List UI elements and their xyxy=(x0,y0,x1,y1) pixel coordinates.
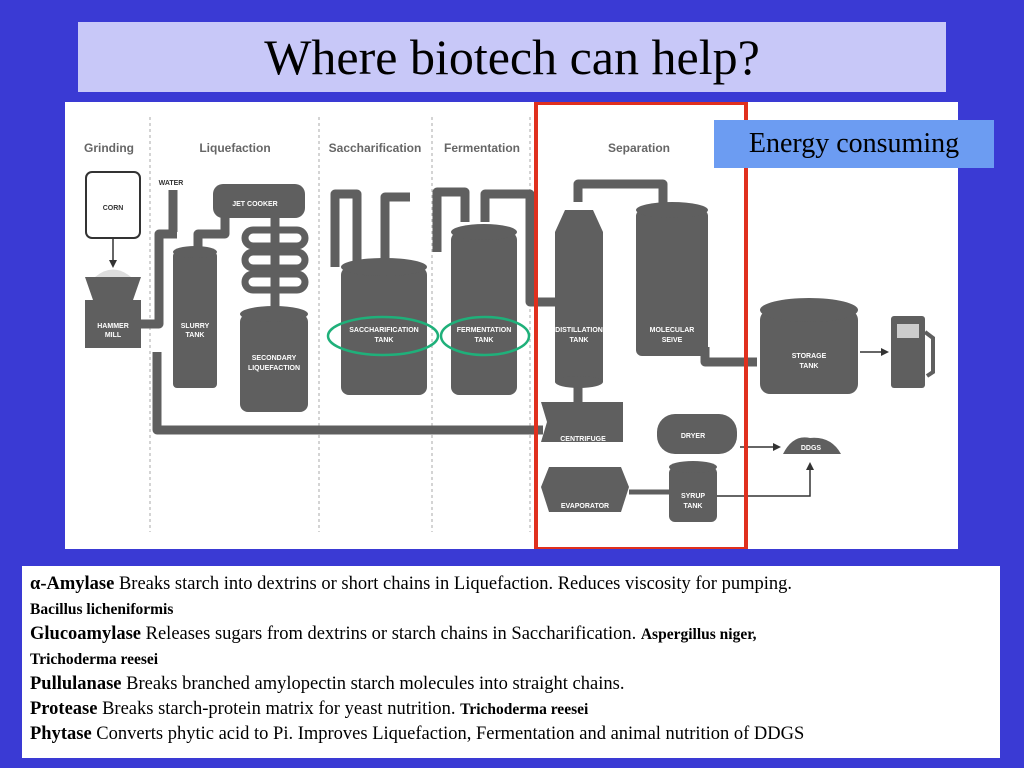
slide-title: Where biotech can help? xyxy=(264,29,760,85)
enzyme-description: Releases sugars from dextrins or starch … xyxy=(141,624,641,644)
saccharification-tank xyxy=(341,258,427,395)
enzyme-name: Glucoamylase xyxy=(30,624,141,644)
saccharification-tank-label-2: TANK xyxy=(375,337,394,344)
slurry-tank-label-2: TANK xyxy=(186,332,205,339)
storage-tank-label-2: TANK xyxy=(800,363,819,370)
secondary-liquefaction-label-2: LIQUEFACTION xyxy=(248,365,300,372)
pipes xyxy=(137,179,757,435)
enzyme-organism-line: Bacillus licheniformis xyxy=(30,597,1000,622)
hammer-mill xyxy=(85,269,141,348)
ddgs-pile xyxy=(783,437,841,454)
process-diagram-svg: Grinding Liquefaction Saccharification F… xyxy=(84,102,935,549)
enzyme-description: Breaks starch into dextrins or short cha… xyxy=(114,574,792,594)
heat-coil xyxy=(241,226,309,294)
slurry-tank-label-1: SLURRY xyxy=(181,323,210,330)
dryer xyxy=(657,414,737,454)
fermentation-tank-label-1: FERMENTATION xyxy=(457,327,512,334)
fermentation-highlight-circle xyxy=(439,315,531,357)
enzyme-list: α-Amylase Breaks starch into dextrins or… xyxy=(22,566,1000,758)
water-label: WATER xyxy=(159,180,184,187)
enzyme-name: α-Amylase xyxy=(30,574,115,594)
enzyme-organism: Bacillus licheniformis xyxy=(30,601,174,618)
stage-saccharification: Saccharification xyxy=(329,141,422,155)
secondary-liquefaction-tank xyxy=(240,306,308,412)
enzyme-name: Phytase xyxy=(30,724,92,744)
storage-tank xyxy=(760,298,858,394)
stage-liquefaction: Liquefaction xyxy=(199,141,270,155)
energy-consuming-callout: Energy consuming xyxy=(714,120,994,168)
enzyme-organism-line: Trichoderma reesei xyxy=(30,647,1000,672)
slurry-tank xyxy=(173,246,217,388)
enzyme-item: Glucoamylase Releases sugars from dextri… xyxy=(30,622,1000,647)
fermentation-tank xyxy=(451,224,517,395)
ddgs-label: DDGS xyxy=(801,445,822,452)
enzyme-description: Breaks branched amylopectin starch molec… xyxy=(121,674,625,694)
evaporator xyxy=(541,467,629,512)
syrup-tank xyxy=(669,461,717,522)
enzyme-organism: Aspergillus niger, xyxy=(640,626,757,643)
enzyme-name: Protease xyxy=(30,699,98,719)
enzyme-name: Pullulanase xyxy=(30,674,122,694)
enzyme-item: Phytase Converts phytic acid to Pi. Impr… xyxy=(30,722,1000,747)
secondary-liquefaction-label-1: SECONDARY xyxy=(252,355,297,362)
enzyme-organism: Trichoderma reesei xyxy=(30,651,159,668)
centrifuge-label: CENTRIFUGE xyxy=(560,436,606,443)
distillation-tank-label-1: DISTILLATION xyxy=(555,327,603,334)
hammer-mill-label-2: MILL xyxy=(105,332,122,339)
jet-cooker xyxy=(213,184,305,218)
hammer-mill-label-1: HAMMER xyxy=(97,323,129,330)
enzyme-item: α-Amylase Breaks starch into dextrins or… xyxy=(30,572,1000,597)
enzyme-item: Pullulanase Breaks branched amylopectin … xyxy=(30,672,1000,697)
title-box: Where biotech can help? xyxy=(78,22,946,92)
jet-cooker-label: JET COOKER xyxy=(232,201,278,208)
dryer-label: DRYER xyxy=(681,433,705,440)
stage-fermentation: Fermentation xyxy=(444,141,520,155)
corn-label: CORN xyxy=(103,205,124,212)
enzyme-description: Converts phytic acid to Pi. Improves Liq… xyxy=(91,724,805,744)
enzyme-organism: Trichoderma reesei xyxy=(460,701,589,718)
saccharification-highlight-circle xyxy=(326,315,440,357)
distillation-tank xyxy=(555,210,603,388)
distillation-tank-label-2: TANK xyxy=(570,337,589,344)
stage-separation: Separation xyxy=(608,141,670,155)
molecular-seive-label-1: MOLECULAR xyxy=(650,327,695,334)
syrup-tank-label-1: SYRUP xyxy=(681,493,705,500)
syrup-tank-label-2: TANK xyxy=(684,503,703,510)
enzyme-description: Breaks starch-protein matrix for yeast n… xyxy=(97,699,461,719)
storage-tank-label-1: STORAGE xyxy=(792,353,827,360)
enzyme-item: Protease Breaks starch-protein matrix fo… xyxy=(30,697,1000,722)
fermentation-tank-label-2: TANK xyxy=(475,337,494,344)
centrifuge xyxy=(541,402,623,442)
separation-highlight-box xyxy=(534,102,748,549)
molecular-seive xyxy=(636,202,708,356)
stage-grinding: Grinding xyxy=(84,141,134,155)
process-diagram: Grinding Liquefaction Saccharification F… xyxy=(65,102,958,549)
saccharification-tank-label-1: SACCHARIFICATION xyxy=(349,327,418,334)
fuel-pump-icon xyxy=(891,316,935,388)
evaporator-label: EVAPORATOR xyxy=(561,503,609,510)
molecular-seive-label-2: SEIVE xyxy=(662,337,683,344)
